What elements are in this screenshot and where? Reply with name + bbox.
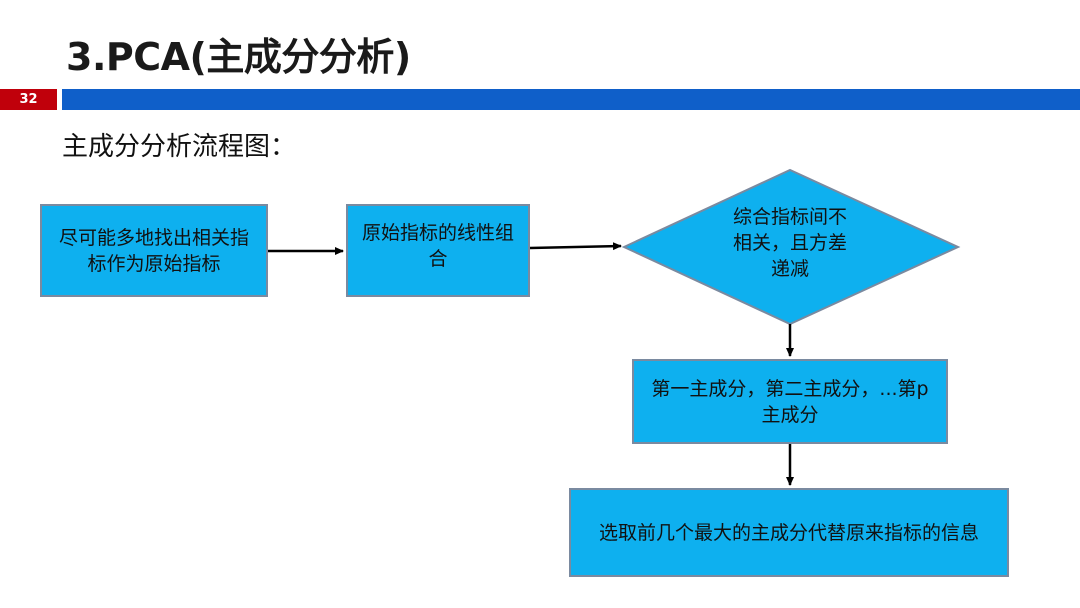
decision-diamond xyxy=(621,168,961,326)
slide-title: 3.PCA(主成分分析) xyxy=(66,35,411,79)
node-replace-label: 选取前几个最大的主成分代替原来指标的信息 xyxy=(598,521,979,544)
node-condition-label: 综合指标间不相关，且方差递减 xyxy=(732,206,847,280)
edge-combine-to-condition xyxy=(529,242,622,251)
node-select-top-components: 选取前几个最大的主成分代替原来指标的信息 xyxy=(569,488,1009,577)
slide-subtitle: 主成分分析流程图： xyxy=(62,132,297,162)
node-components-label: 第一主成分，第二主成分，...第p主成分 xyxy=(651,377,929,426)
node-collect-label: 尽可能多地找出相关指标作为原始指标 xyxy=(58,226,249,275)
title-underline-bar xyxy=(62,89,1080,110)
node-collect-indicators: 尽可能多地找出相关指标作为原始指标 xyxy=(40,204,268,297)
node-principal-components: 第一主成分，第二主成分，...第p主成分 xyxy=(632,359,948,444)
node-combine-label: 原始指标的线性组合 xyxy=(361,222,514,270)
page-number-badge: 32 xyxy=(0,89,57,110)
node-linear-combination: 原始指标的线性组合 xyxy=(346,204,530,297)
